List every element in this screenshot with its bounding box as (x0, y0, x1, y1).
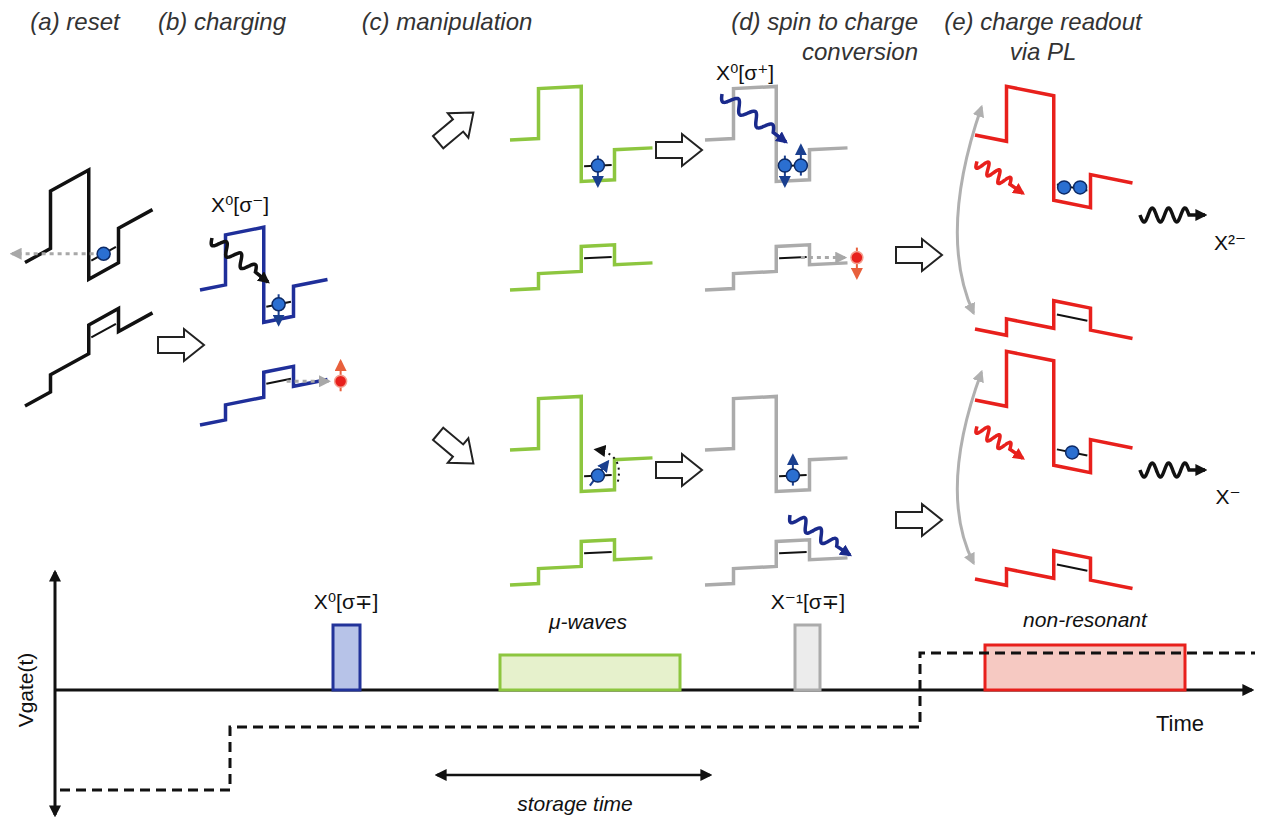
panel-title: (d) spin to charge conversion (682, 7, 918, 67)
photon-wave (976, 426, 1023, 458)
conduction-band (705, 396, 848, 491)
valence-band (510, 540, 653, 585)
hole-level (1057, 565, 1087, 571)
electron-dot (1066, 446, 1079, 459)
pump-arrow (957, 372, 981, 563)
hole-dot (851, 252, 863, 264)
panel-title: (a) reset (30, 7, 119, 37)
valence-band (705, 540, 848, 585)
valence-band (200, 366, 328, 425)
pulse-label: X⁻¹[σ∓] (771, 587, 845, 617)
electron-dot (786, 469, 799, 482)
tunnel-arrow (12, 252, 94, 255)
laser-pulse (500, 655, 680, 690)
valence-band (975, 551, 1133, 589)
conduction-band (510, 86, 653, 181)
emission-label: X⁻ (1215, 482, 1240, 512)
panel-title: (b) charging (158, 7, 286, 37)
hole-level (584, 552, 612, 553)
voltage-axis (54, 572, 57, 815)
band-diagram (510, 86, 653, 290)
axis-label: Vgate(t) (11, 653, 41, 728)
conduction-band (510, 396, 653, 491)
band-diagram (975, 86, 1133, 338)
emission-label: X²⁻ (1214, 228, 1246, 258)
step-arrow (428, 422, 484, 476)
electron-dot (1074, 181, 1087, 194)
step-arrow (656, 134, 702, 166)
laser-pulse (795, 625, 820, 690)
pulse-label: X⁰[σ∓] (314, 587, 379, 617)
axis-label: Time (1156, 709, 1204, 739)
conduction-band (705, 86, 848, 181)
step-arrow (656, 454, 702, 486)
step-arrow (428, 100, 484, 154)
step-arrow (896, 239, 942, 271)
electron-level (91, 247, 116, 261)
hole-dot (335, 375, 347, 387)
electron-dot (778, 159, 791, 172)
rotation-arrow (596, 450, 619, 482)
hole-level (584, 257, 612, 258)
electron-dot (272, 298, 285, 311)
band-diagram (705, 86, 848, 290)
band-diagram (25, 170, 153, 406)
photon-wave (211, 238, 268, 282)
valence-band (975, 301, 1133, 339)
valence-band (510, 245, 653, 290)
valence-band (25, 309, 153, 406)
gate-voltage (60, 653, 1255, 790)
valence-band (705, 245, 848, 290)
storage-arrow (437, 774, 710, 777)
hole-level (91, 324, 116, 338)
band-diagram (510, 396, 653, 585)
spin-arrow (590, 462, 608, 486)
conduction-band (25, 170, 153, 279)
conduction-band (975, 86, 1133, 207)
excitation-label: X⁰[σ⁻] (211, 190, 269, 220)
photon-wave (722, 94, 786, 142)
step-arrow (896, 504, 942, 536)
band-diagram (200, 227, 328, 425)
photon-wave (1140, 463, 1205, 477)
pump-arrow (957, 107, 981, 313)
electron-dot (97, 247, 110, 260)
band-diagram (705, 396, 848, 585)
interval-label: storage time (517, 789, 633, 819)
electron-dot (591, 469, 604, 482)
photon-wave (790, 515, 850, 555)
electron-dot (1058, 181, 1071, 194)
band-diagram (975, 351, 1133, 588)
photon-wave (1140, 208, 1205, 222)
tunnel-arrow (801, 256, 845, 259)
step-arrow (158, 329, 204, 361)
panel-title: (e) charge readout via PL (936, 7, 1151, 67)
conduction-band (200, 227, 328, 322)
laser-pulse (333, 625, 360, 690)
tunnel-arrow (287, 380, 329, 383)
panel-title: (c) manipulation (362, 7, 533, 37)
pulse-label: μ-waves (549, 607, 627, 637)
excitation-label: X⁰[σ⁺] (716, 58, 774, 88)
conduction-band (975, 351, 1133, 472)
electron-dot (591, 159, 604, 172)
hole-level (779, 552, 807, 553)
photon-wave (976, 161, 1023, 193)
hole-level (1057, 315, 1087, 321)
pulse-label: non-resonant (1023, 605, 1147, 635)
electron-dot (794, 159, 807, 172)
